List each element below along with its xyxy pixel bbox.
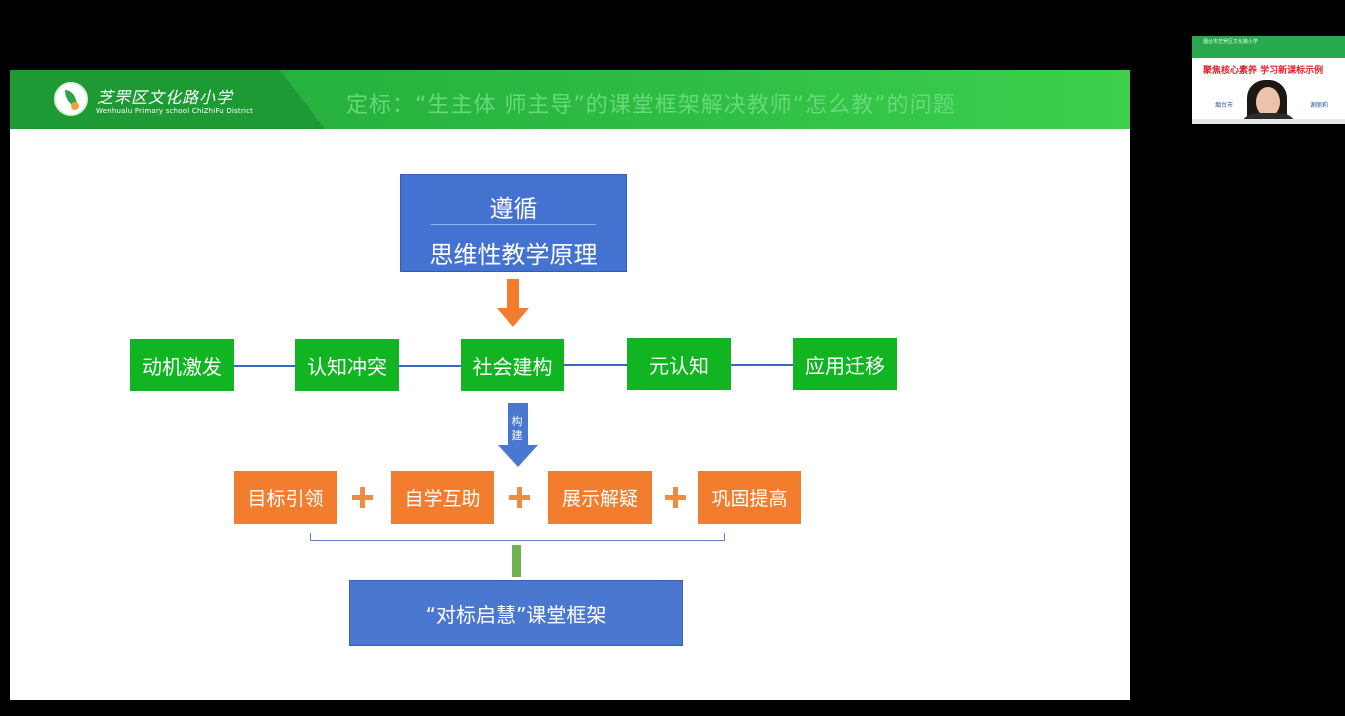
video-right-name: 谢丽莉 (1310, 102, 1329, 109)
green-connector-stem (512, 545, 521, 577)
framework-title-box: “对标启慧”课堂框架 (349, 580, 683, 646)
bracket-line (310, 540, 725, 541)
connector-3 (564, 364, 628, 366)
plus-icon-2 (509, 487, 530, 508)
step-motivation: 动机激发 (130, 339, 234, 391)
orange-down-arrow (497, 279, 529, 327)
bracket-right (724, 533, 725, 541)
step-application-transfer: 应用迁移 (793, 338, 897, 390)
principle-divider (431, 224, 596, 225)
school-logo-icon (54, 82, 88, 116)
framework-step-consolidation: 巩固提高 (698, 471, 801, 524)
bracket-left (310, 533, 311, 541)
framework-step-goal: 目标引领 (234, 471, 337, 524)
principle-line-1: 遵循 (489, 195, 538, 223)
framework-step-presentation: 展示解疑 (548, 471, 652, 524)
video-bottom-bar (1192, 119, 1345, 124)
connector-2 (399, 365, 461, 367)
connector-1 (233, 365, 295, 367)
step-cognitive-conflict: 认知冲突 (295, 339, 399, 391)
framework-step-self-study: 自学互助 (391, 471, 494, 524)
principle-line-2: 思维性教学原理 (429, 241, 598, 269)
video-banner-text: 聚焦核心素养 学习新课标示例 (1203, 66, 1324, 76)
school-name: 芝罘区文化路小学 (97, 88, 234, 107)
school-english-name: Wenhualu Primary school ChiZhiFu Distric… (96, 107, 254, 115)
principle-box: 遵循 思维性教学原理 (400, 174, 627, 272)
build-arrow-label: 构建 (511, 415, 523, 442)
video-top-text: 烟台市芝罘区文化路小学 (1203, 39, 1259, 45)
presentation-slide: 芝罘区文化路小学 Wenhualu Primary school ChiZhiF… (10, 70, 1130, 700)
plus-icon-1 (352, 487, 373, 508)
speaker-avatar (1234, 80, 1303, 124)
speaker-video-thumbnail[interactable]: 烟台市芝罘区文化路小学 聚焦核心素养 学习新课标示例 烟台市 谢丽莉 (1192, 36, 1345, 124)
plus-icon-3 (665, 487, 686, 508)
slide-title: 定标：“生主体 师主导”的课堂框架解决教师“怎么教”的问题 (346, 93, 956, 118)
step-social-construction: 社会建构 (461, 339, 564, 391)
step-metacognition: 元认知 (627, 338, 731, 390)
video-left-name: 烟台市 (1215, 102, 1234, 109)
connector-4 (730, 364, 794, 366)
